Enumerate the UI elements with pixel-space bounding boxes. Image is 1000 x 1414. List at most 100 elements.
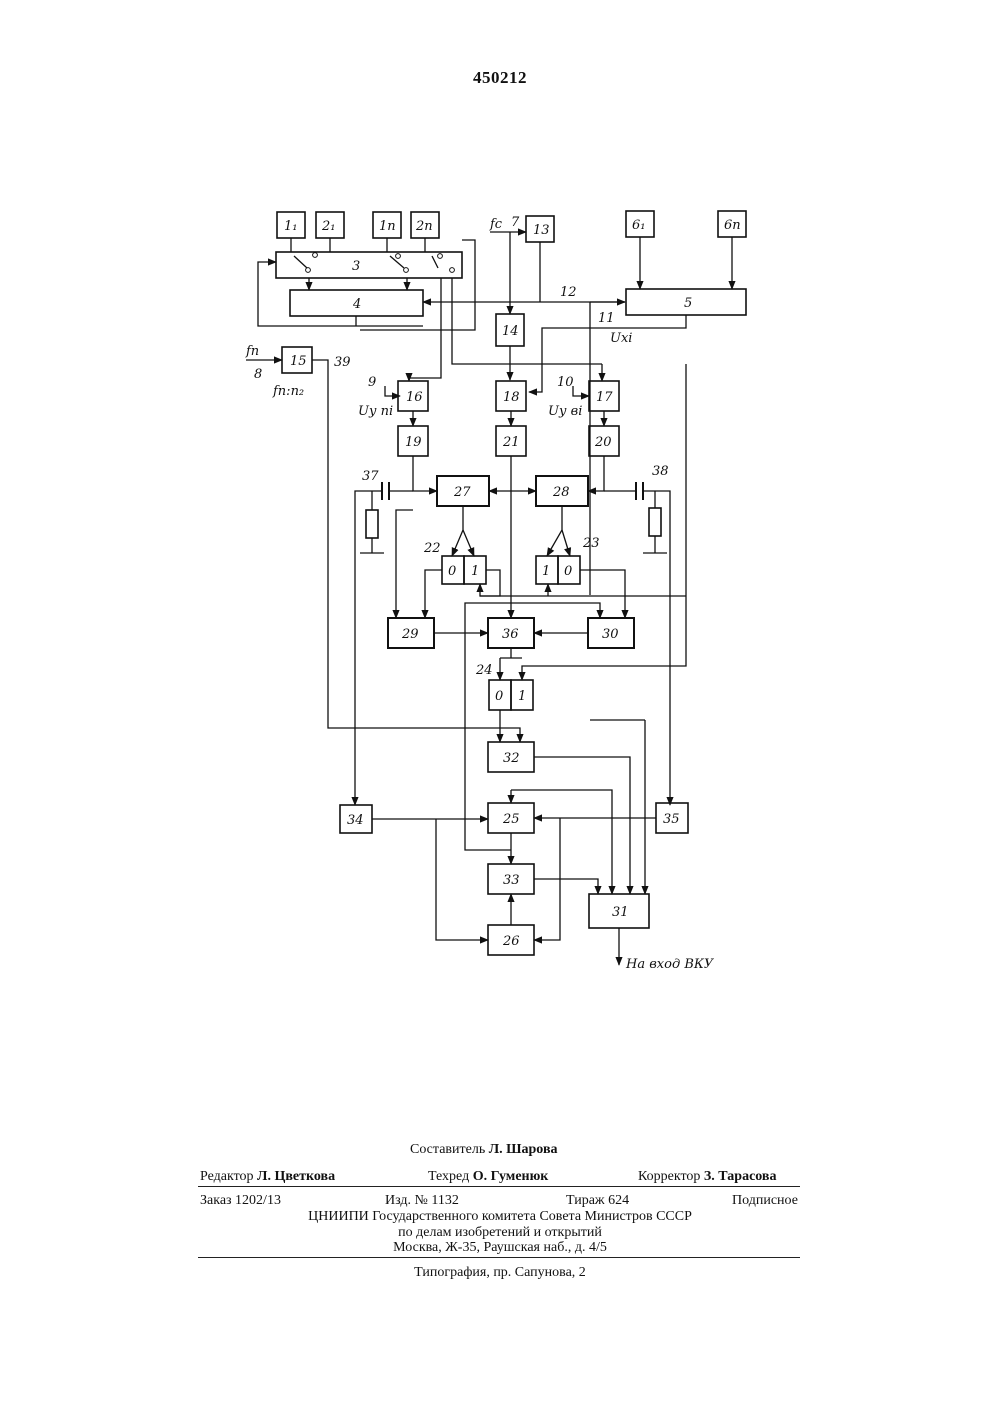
svg-text:28: 28 xyxy=(552,485,570,500)
block-1-1: 1₁ xyxy=(277,212,305,238)
label-22: 22 xyxy=(423,541,441,556)
label-7: 7 xyxy=(511,215,520,230)
block-15: 15 xyxy=(282,347,312,373)
editor-line: Редактор Л. Цветкова xyxy=(200,1168,335,1185)
block-14: 14 xyxy=(496,314,524,346)
svg-text:4: 4 xyxy=(352,297,361,312)
block-1-n: 1п xyxy=(373,212,401,238)
editor-name: Л. Цветкова xyxy=(257,1169,335,1184)
edition-number: Изд. № 1132 xyxy=(385,1192,459,1209)
svg-text:5: 5 xyxy=(684,296,692,311)
label-uyn: Uу пi xyxy=(358,404,393,419)
label-11: 11 xyxy=(598,311,615,326)
svg-text:30: 30 xyxy=(602,627,619,642)
block-18: 18 xyxy=(496,381,526,411)
compiler-line: Составитель Л. Шарова xyxy=(410,1141,558,1158)
block-36: 36 xyxy=(488,618,534,648)
svg-text:20: 20 xyxy=(594,435,612,450)
svg-text:15: 15 xyxy=(290,354,307,369)
block-27: 27 xyxy=(437,476,489,506)
switch-contacts xyxy=(291,238,454,272)
block-4: 4 xyxy=(290,290,423,316)
svg-text:2п: 2п xyxy=(415,219,433,234)
svg-text:31: 31 xyxy=(612,905,629,920)
techred-line: Техред О. Гуменюк xyxy=(428,1168,548,1185)
block-5: 5 xyxy=(626,289,746,315)
svg-text:26: 26 xyxy=(502,934,520,949)
svg-text:0: 0 xyxy=(448,564,456,579)
org-line-3: Москва, Ж-35, Раушская наб., д. 4/5 xyxy=(200,1239,800,1256)
block-16: 16 xyxy=(398,381,428,411)
label-24: 24 xyxy=(475,663,493,678)
block-6-n: 6п xyxy=(718,211,746,237)
svg-text:35: 35 xyxy=(663,812,680,827)
svg-text:27: 27 xyxy=(453,485,471,500)
svg-text:0: 0 xyxy=(495,689,503,704)
order-number: Заказ 1202/13 xyxy=(200,1192,281,1209)
block-diagram: 1₁ 2₁ 1п 2п 3 4 xyxy=(0,0,1000,1000)
svg-text:21: 21 xyxy=(502,435,520,450)
compiler-label: Составитель xyxy=(410,1142,485,1157)
block-19: 19 xyxy=(398,426,428,456)
svg-text:29: 29 xyxy=(401,627,419,642)
block-34: 34 xyxy=(340,805,372,833)
svg-text:0: 0 xyxy=(564,564,572,579)
svg-text:1: 1 xyxy=(542,564,550,579)
svg-text:17: 17 xyxy=(596,390,613,405)
block-21: 21 xyxy=(496,426,526,456)
block-6-1: 6₁ xyxy=(626,211,654,237)
svg-text:34: 34 xyxy=(347,813,364,828)
output-label: На вход ВКУ xyxy=(625,957,715,972)
block-35: 35 xyxy=(656,803,688,833)
svg-text:19: 19 xyxy=(405,435,422,450)
label-fn-div: fп:п₂ xyxy=(272,384,304,399)
svg-text:1п: 1п xyxy=(379,219,396,234)
trigger-24: 0 1 xyxy=(489,680,533,710)
trigger-23: 1 0 xyxy=(536,556,580,584)
block-28: 28 xyxy=(536,476,588,506)
svg-text:3: 3 xyxy=(352,259,360,274)
block-33: 33 xyxy=(488,864,534,894)
svg-text:32: 32 xyxy=(503,751,520,766)
svg-text:16: 16 xyxy=(406,390,423,405)
corrector-label: Корректор xyxy=(638,1169,700,1184)
block-25: 25 xyxy=(488,803,534,833)
label-12: 12 xyxy=(560,285,577,300)
svg-text:1: 1 xyxy=(471,564,479,579)
top-rule xyxy=(198,1186,800,1187)
svg-text:36: 36 xyxy=(502,627,519,642)
svg-text:13: 13 xyxy=(533,223,550,238)
label-23: 23 xyxy=(582,536,600,551)
circulation: Тираж 624 xyxy=(566,1192,629,1209)
label-39: 39 xyxy=(334,355,351,370)
svg-text:18: 18 xyxy=(503,390,520,405)
svg-text:6п: 6п xyxy=(724,218,741,233)
block-26: 26 xyxy=(488,925,534,955)
svg-text:2₁: 2₁ xyxy=(321,219,335,234)
techred-label: Техред xyxy=(428,1169,469,1184)
label-38: 38 xyxy=(652,464,669,479)
org-line-1: ЦНИИПИ Государственного комитета Совета … xyxy=(200,1208,800,1225)
block-32: 32 xyxy=(488,742,534,772)
block-13: 13 xyxy=(526,216,554,242)
compiler-name: Л. Шарова xyxy=(489,1142,558,1157)
svg-text:14: 14 xyxy=(502,324,519,339)
block-30: 30 xyxy=(588,618,634,648)
label-37: 37 xyxy=(362,469,379,484)
block-2-1: 2₁ xyxy=(316,212,344,238)
label-9: 9 xyxy=(368,375,376,390)
printing-house: Типография, пр. Сапунова, 2 xyxy=(200,1264,800,1281)
svg-text:6₁: 6₁ xyxy=(632,218,645,233)
block-31: 31 xyxy=(589,894,649,928)
corrector-line: Корректор З. Тарасова xyxy=(638,1168,777,1185)
svg-text:25: 25 xyxy=(502,812,520,827)
label-uyv: Uу вi xyxy=(548,404,582,419)
svg-text:1: 1 xyxy=(518,689,526,704)
subscription: Подписное xyxy=(732,1192,798,1209)
bottom-rule xyxy=(198,1257,800,1258)
svg-text:33: 33 xyxy=(503,873,520,888)
techred-name: О. Гуменюк xyxy=(473,1169,549,1184)
block-20: 20 xyxy=(589,426,619,456)
svg-text:1₁: 1₁ xyxy=(284,219,297,234)
trigger-22: 0 1 xyxy=(442,556,486,584)
